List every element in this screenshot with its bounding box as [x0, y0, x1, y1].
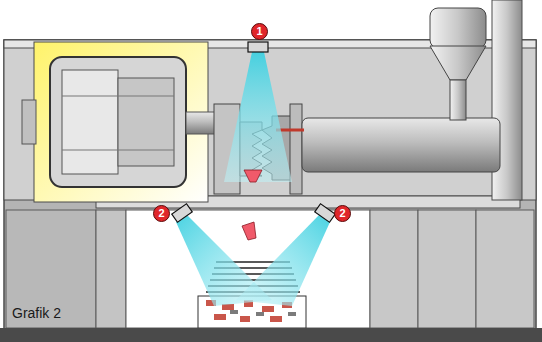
figure-label: Grafik 2: [12, 305, 61, 321]
callout-number: 2: [153, 205, 170, 222]
callout-number: 1: [251, 23, 268, 40]
callout-number: 2: [334, 205, 351, 222]
